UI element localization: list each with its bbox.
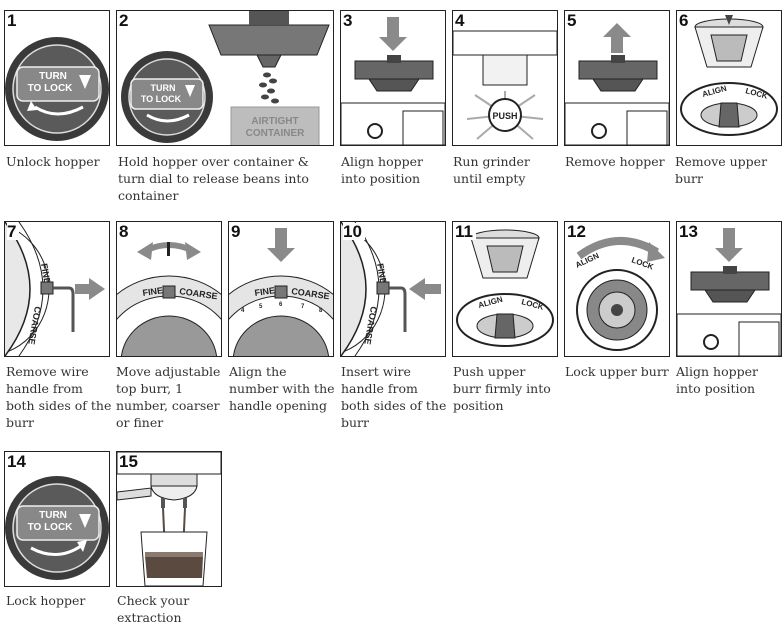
svg-text:TURN: TURN — [151, 83, 176, 93]
step-8-number: 8 — [119, 223, 132, 240]
hopper-dial-icon: TURN TO LOCK — [121, 51, 213, 143]
left-right-arrow-icon — [137, 242, 201, 260]
step-4-panel: PUSH — [452, 10, 558, 146]
svg-text:COARSE: COARSE — [362, 306, 379, 346]
svg-text:7: 7 — [301, 304, 305, 310]
portafilter-icon — [117, 452, 221, 553]
step-5-caption: Remove hopper — [565, 154, 665, 169]
step-13-caption: Align hopper into position — [676, 364, 759, 396]
hopper-dial-icon: TURN TO LOCK — [5, 476, 109, 580]
step-1-number: 1 — [7, 12, 20, 29]
step-3-caption: Align hopper into position — [341, 154, 424, 186]
up-arrow-icon — [603, 23, 631, 53]
hopper-icon — [578, 55, 658, 92]
step-12-panel: ALIGN LOCK — [564, 221, 670, 357]
step-14-caption: Lock hopper — [6, 593, 86, 608]
step-14-panel: TURN TO LOCK — [4, 451, 110, 587]
svg-text:FINE: FINE — [254, 285, 276, 298]
step-6-panel: ALIGN LOCK — [676, 10, 782, 146]
step-2-caption: Hold hopper over container & turn dial t… — [118, 154, 309, 203]
svg-text:TO LOCK: TO LOCK — [28, 522, 74, 533]
step-15-number: 15 — [119, 453, 141, 470]
burr-front-icon: FINE COARSE — [117, 275, 221, 356]
svg-text:TURN: TURN — [39, 510, 67, 521]
svg-text:TURN: TURN — [39, 71, 67, 82]
svg-text:TO LOCK: TO LOCK — [28, 83, 74, 94]
burr-top-view-icon — [576, 269, 658, 351]
step-11-number: 11 — [455, 223, 476, 240]
wire-handle-icon — [53, 286, 75, 332]
step-4-number: 4 — [455, 12, 468, 29]
step-10-panel: FINE COARSE — [340, 221, 446, 357]
step-13-panel — [676, 221, 782, 357]
step-6-caption: Remove upper burr — [675, 154, 768, 186]
espresso-glass-icon — [140, 531, 208, 586]
hopper-icon — [208, 11, 330, 68]
upper-burr-icon — [694, 15, 764, 68]
step-12-caption: Lock upper burr — [565, 364, 669, 379]
step-10-caption: Insert wire handle from both sides of th… — [341, 364, 447, 430]
step-7-caption: Remove wire handle from both sides of th… — [6, 364, 112, 430]
down-arrow-icon — [715, 228, 743, 262]
step-15-panel — [116, 451, 222, 587]
svg-text:4: 4 — [241, 308, 245, 314]
step-11-panel: ALIGN LOCK — [452, 221, 558, 357]
step-12-number: 12 — [567, 223, 589, 240]
hopper-icon — [690, 266, 770, 303]
burr-front-icon: FINE COARSE 4 5 6 7 8 — [229, 275, 333, 356]
svg-text:5: 5 — [259, 304, 263, 310]
svg-text:TO LOCK: TO LOCK — [141, 94, 182, 104]
grinder-body-icon — [565, 102, 669, 145]
svg-text:AIRTIGHT: AIRTIGHT — [251, 116, 298, 127]
step-5-panel — [564, 10, 670, 146]
step-6-number: 6 — [679, 12, 692, 29]
step-13-number: 13 — [679, 223, 701, 240]
svg-text:COARSE: COARSE — [26, 306, 43, 346]
svg-text:FINE: FINE — [39, 263, 52, 285]
svg-text:8: 8 — [319, 308, 323, 314]
step-9-caption: Align the number with the handle opening — [229, 364, 335, 413]
step-7-panel: FINE COARSE — [4, 221, 110, 357]
curved-arrow-icon — [576, 237, 665, 262]
push-button-icon: PUSH — [488, 98, 522, 132]
beans-icon — [259, 72, 279, 104]
step-9-number: 9 — [231, 223, 244, 240]
svg-text:6: 6 — [279, 302, 283, 308]
grinder-body-icon — [341, 102, 445, 145]
container-icon: AIRTIGHT CONTAINER — [230, 106, 320, 145]
step-2-number: 2 — [119, 12, 132, 29]
down-arrow-icon — [379, 17, 407, 51]
wire-handle-icon — [389, 286, 407, 332]
svg-text:FINE: FINE — [142, 285, 164, 298]
burr-side-icon: FINE COARSE — [341, 222, 390, 356]
right-arrow-icon — [75, 278, 105, 300]
step-15-caption: Check your extraction — [117, 593, 190, 625]
step-11-caption: Push upper burr firmly into position — [453, 364, 551, 413]
step-10-number: 10 — [343, 223, 365, 240]
down-arrow-icon — [267, 228, 295, 262]
grinder-body-icon — [677, 313, 781, 356]
hopper-icon — [354, 55, 434, 92]
upper-burr-icon — [470, 229, 540, 279]
step-14-number: 14 — [7, 453, 29, 470]
hopper-dial-icon: TURN TO LOCK — [5, 37, 109, 141]
step-3-number: 3 — [343, 12, 356, 29]
svg-text:PUSH: PUSH — [492, 111, 517, 121]
step-2-panel: TURN TO LOCK AIRTIGHT CONTAINER — [116, 10, 334, 146]
step-5-number: 5 — [567, 12, 580, 29]
step-7-number: 7 — [7, 223, 20, 240]
step-1-panel: TURN TO LOCK — [4, 10, 110, 146]
step-8-panel: FINE COARSE — [116, 221, 222, 357]
left-arrow-icon — [409, 278, 441, 300]
lower-burr-icon — [700, 102, 758, 128]
step-9-panel: FINE COARSE 4 5 6 7 8 — [228, 221, 334, 357]
burr-side-icon: FINE COARSE — [5, 222, 54, 356]
step-8-caption: Move adjustable top burr, 1 number, coar… — [116, 364, 221, 430]
step-4-caption: Run grinder until empty — [453, 154, 530, 186]
step-1-caption: Unlock hopper — [6, 154, 100, 169]
step-3-panel — [340, 10, 446, 146]
svg-text:FINE: FINE — [375, 263, 388, 285]
lower-burr-icon — [476, 313, 534, 339]
svg-text:CONTAINER: CONTAINER — [246, 128, 305, 139]
